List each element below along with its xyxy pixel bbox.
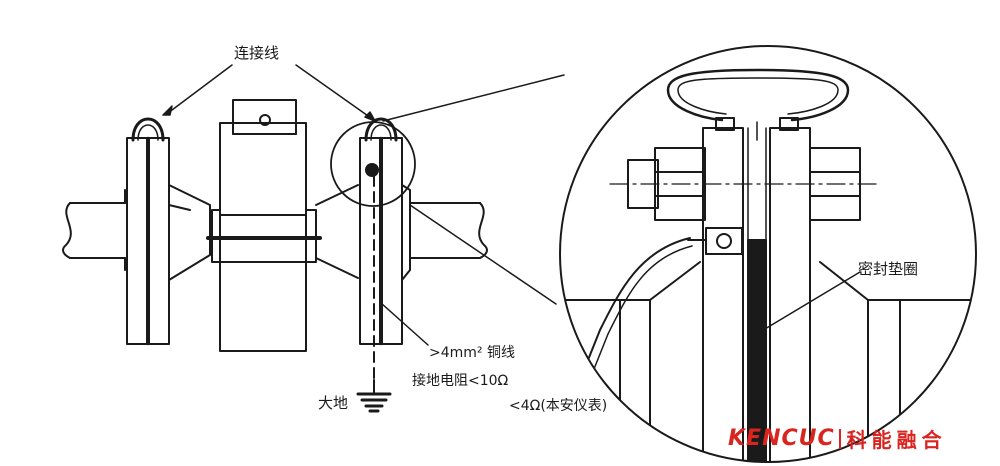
logo-brand-text: KENCUC xyxy=(728,426,835,451)
label-earth: 大地 xyxy=(318,394,349,412)
left-pipe xyxy=(62,202,488,259)
right-flange-pair xyxy=(315,117,411,381)
label-seal-gasket: 密封垫圈 xyxy=(858,260,919,278)
logo-separator xyxy=(838,428,841,449)
magnify-circle xyxy=(330,121,416,207)
zoom-detail xyxy=(560,68,976,462)
label-connecting-wire: 连接线 xyxy=(234,44,280,62)
logo-chinese-text: 科能融合 xyxy=(846,428,947,452)
brand-logo: KENCUC 科能融合 xyxy=(728,424,947,453)
valve-body xyxy=(206,99,322,352)
label-ground-resistance: 接地电阻<10Ω xyxy=(412,373,509,389)
leader-lines xyxy=(162,64,429,346)
label-ground-resistance-intrinsic: <4Ω(本安仪表) xyxy=(509,398,608,414)
ground-symbol xyxy=(356,379,392,413)
zoom-circle-outline xyxy=(559,45,977,463)
left-flange-pair xyxy=(124,117,211,346)
label-copper-wire: >4mm² 铜线 xyxy=(429,345,515,361)
